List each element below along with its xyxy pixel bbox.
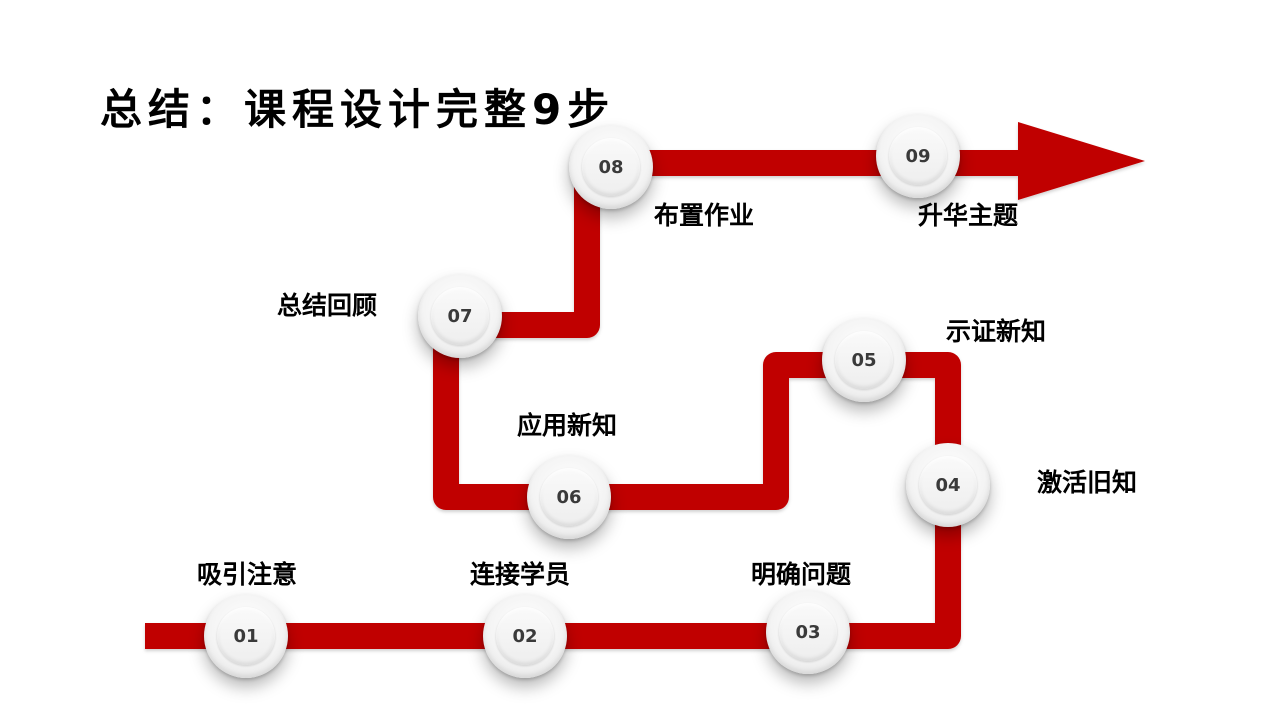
step-node-06: 06: [527, 455, 611, 539]
arrow-head: [1018, 122, 1145, 200]
step-node-07: 07: [418, 274, 502, 358]
step-label: 布置作业: [654, 201, 755, 230]
step-label: 连接学员: [470, 560, 571, 589]
step-label: 应用新知: [517, 411, 618, 440]
step-node-01: 01: [204, 594, 288, 678]
step-number: 03: [779, 603, 837, 661]
step-node-04: 04: [906, 443, 990, 527]
step-number: 02: [496, 607, 554, 665]
step-label: 激活旧知: [1037, 468, 1138, 497]
step-number: 06: [540, 468, 598, 526]
step-label: 示证新知: [946, 317, 1047, 346]
step-label: 升华主题: [918, 201, 1019, 230]
step-node-09: 09: [876, 114, 960, 198]
step-label: 吸引注意: [197, 560, 298, 589]
step-node-08: 08: [569, 125, 653, 209]
step-number: 09: [889, 127, 947, 185]
step-node-03: 03: [766, 590, 850, 674]
step-number: 04: [919, 456, 977, 514]
page-title: 总结：课程设计完整9步: [100, 85, 616, 134]
step-node-05: 05: [822, 318, 906, 402]
step-label: 总结回顾: [277, 291, 378, 320]
step-number: 08: [582, 138, 640, 196]
step-number: 01: [217, 607, 275, 665]
step-number: 05: [835, 331, 893, 389]
step-node-02: 02: [483, 594, 567, 678]
step-label: 明确问题: [751, 560, 852, 589]
step-number: 07: [431, 287, 489, 345]
